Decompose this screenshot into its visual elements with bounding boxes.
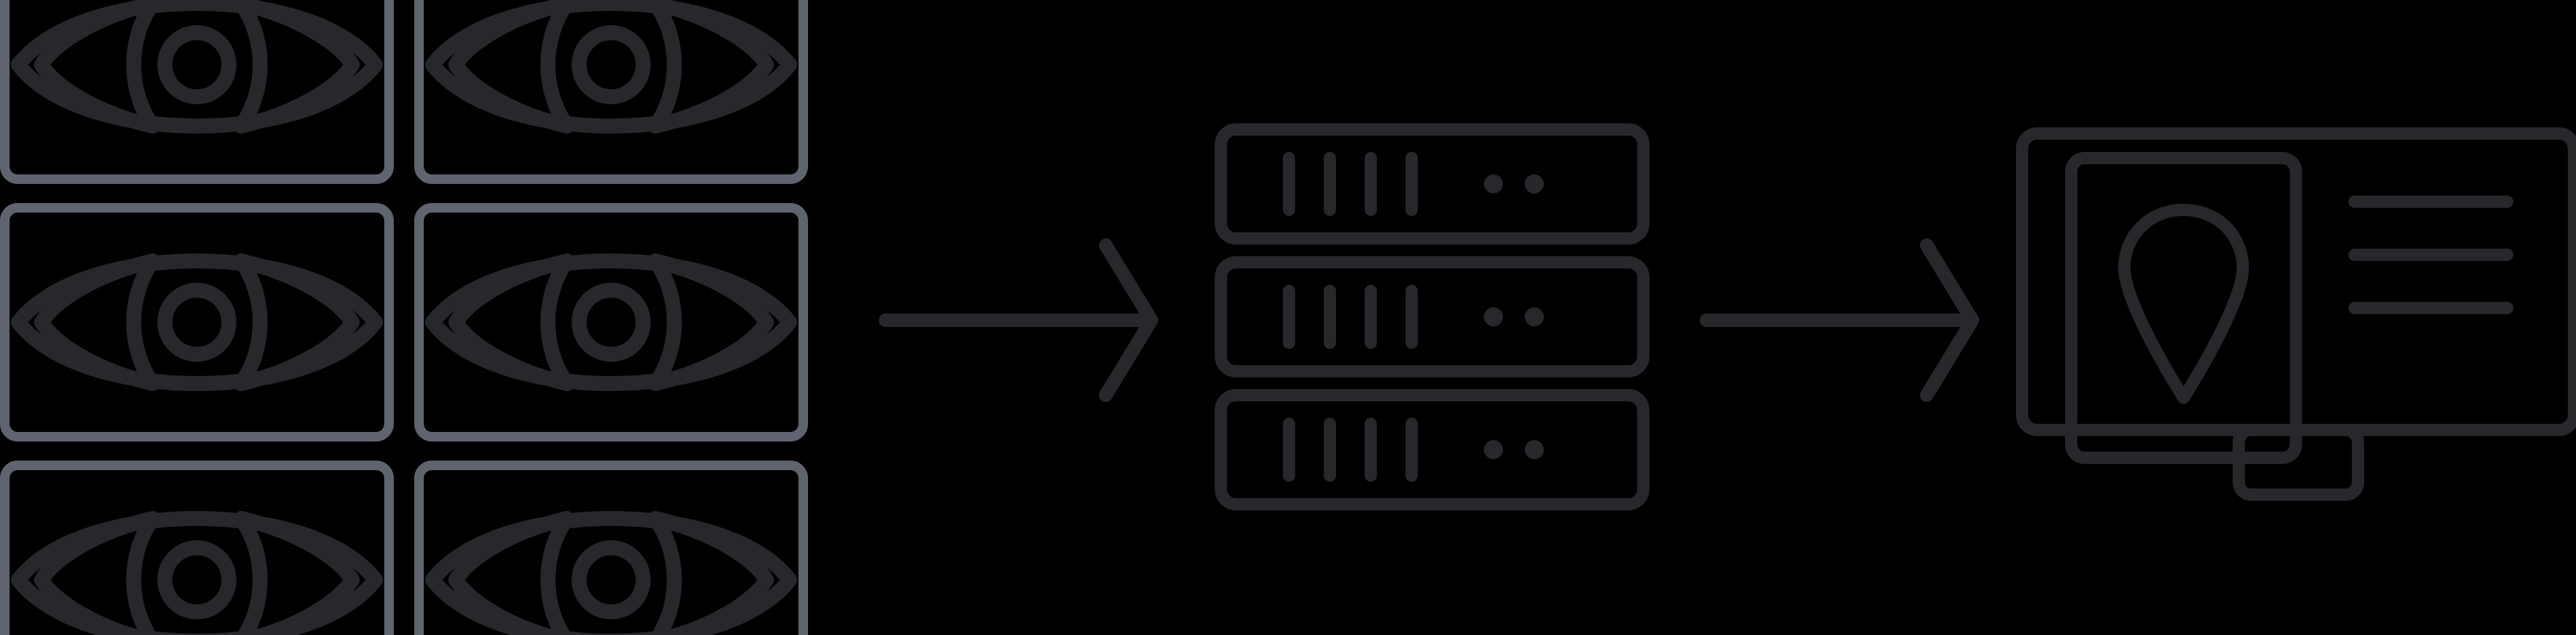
arrow-right-icon — [879, 238, 1158, 402]
eye-icon — [425, 0, 797, 134]
camera-card[interactable] — [0, 203, 394, 442]
camera-card[interactable] — [414, 461, 808, 635]
camera-card[interactable] — [0, 0, 394, 184]
map-pin-icon — [2118, 204, 2249, 404]
arrow-right-icon — [1700, 238, 1979, 402]
server-icon — [1215, 123, 1649, 510]
eye-icon — [11, 511, 383, 635]
arrow-1 — [879, 232, 1165, 409]
monitor-stand — [2233, 424, 2364, 501]
eye-icon — [11, 253, 383, 391]
eye-icon — [425, 511, 797, 635]
monitor-display[interactable] — [2015, 127, 2576, 512]
camera-card[interactable] — [0, 461, 394, 635]
camera-card[interactable] — [414, 203, 808, 442]
arrow-2 — [1700, 232, 1986, 409]
server-stack — [1214, 123, 1657, 514]
server-status-lights — [1484, 174, 1544, 459]
server-unit — [1215, 256, 1649, 377]
monitor-icon — [2016, 127, 2576, 501]
monitor-inner-panel — [2065, 152, 2302, 464]
server-unit — [1215, 123, 1649, 245]
camera-card[interactable] — [414, 0, 808, 184]
server-unit — [1215, 389, 1649, 510]
camera-grid — [0, 0, 808, 635]
eye-icon — [425, 253, 797, 391]
eye-icon — [11, 0, 383, 134]
